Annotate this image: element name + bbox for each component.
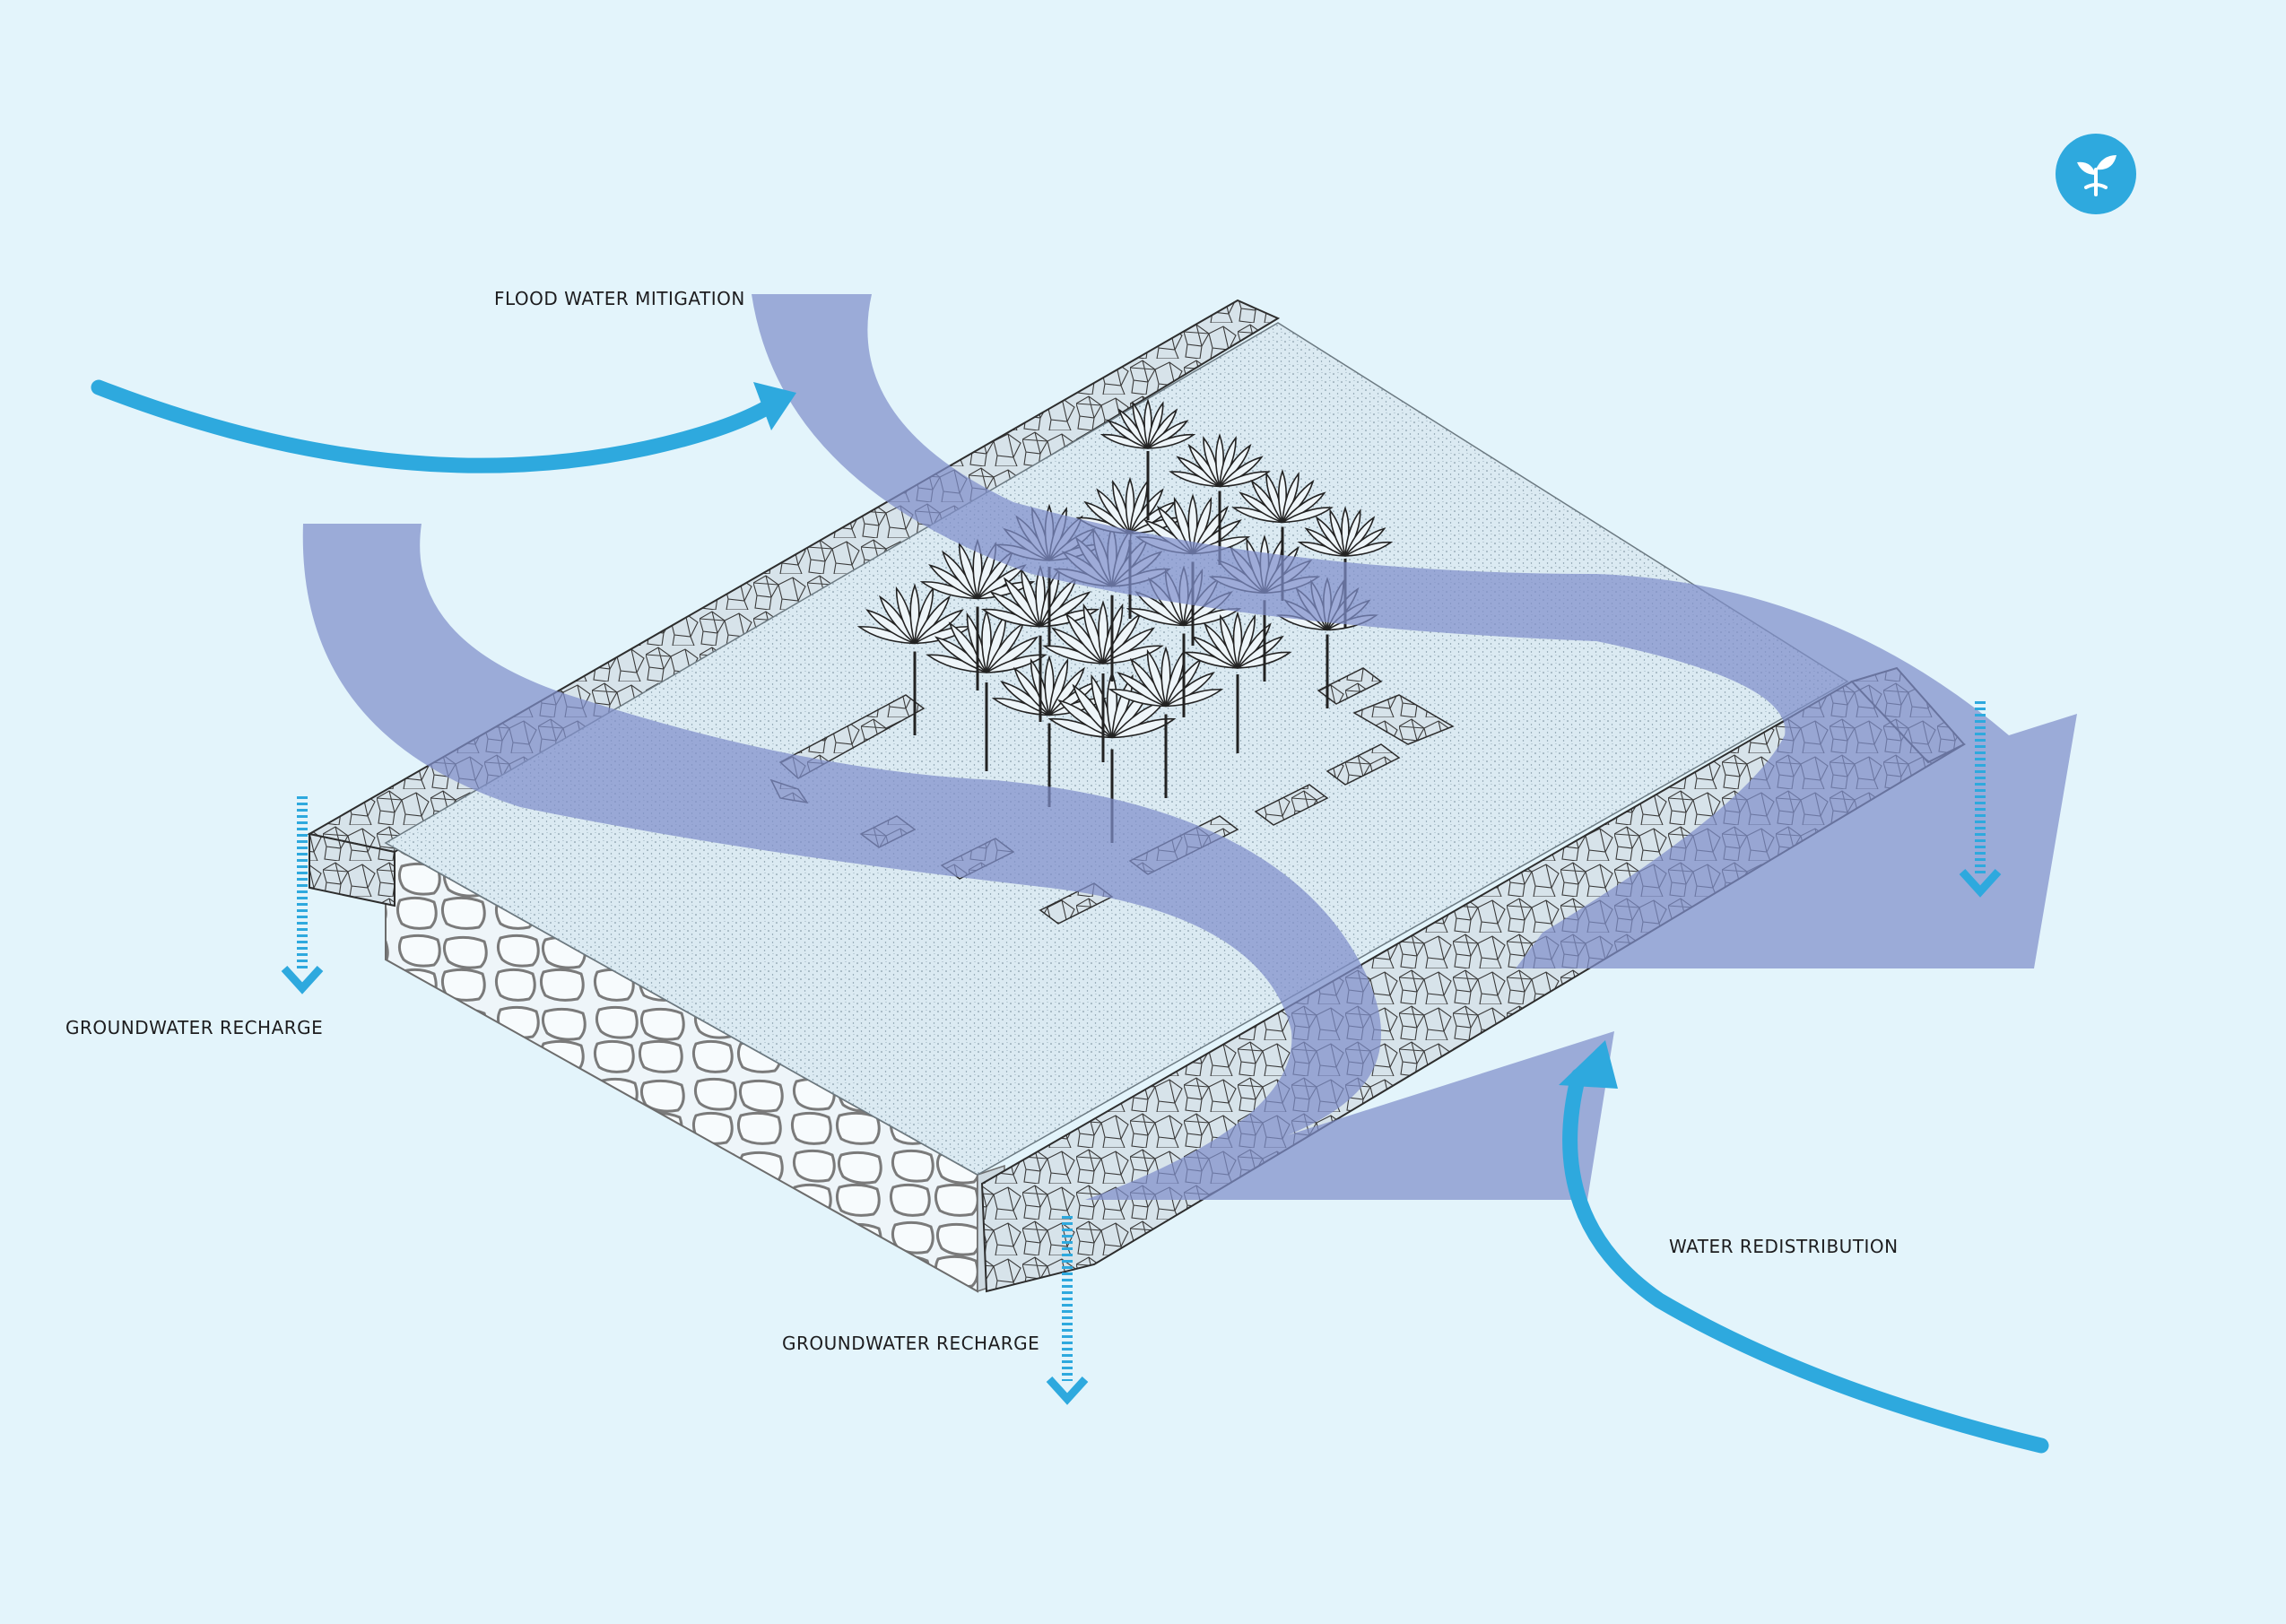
groundwater-recharge-label-bottom: GROUNDWATER RECHARGE [782, 1333, 1039, 1354]
groundwater-recharge-label-left: GROUNDWATER RECHARGE [65, 1017, 323, 1038]
groundwater-recharge-arrow-left [284, 796, 320, 988]
seedling-icon [2056, 134, 2136, 214]
flood-water-arrow [99, 382, 796, 465]
flood-water-mitigation-label: FLOOD WATER MITIGATION [494, 288, 745, 309]
water-redistribution-label: WATER REDISTRIBUTION [1669, 1236, 1899, 1257]
seedling-badge [2056, 134, 2136, 214]
